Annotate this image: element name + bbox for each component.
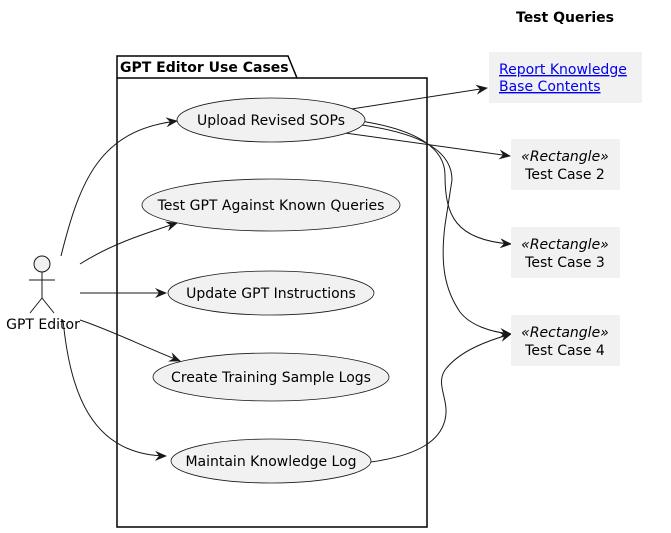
- use-case-maintain-knowledge-log[interactable]: Maintain Knowledge Log: [170, 438, 372, 484]
- actor-gpt-editor[interactable]: GPT Editor: [6, 255, 80, 333]
- use-case-label: Upload Revised SOPs: [197, 113, 345, 129]
- report-knowledge-base-node[interactable]: Report Knowledge Base Contents: [489, 52, 642, 103]
- use-case-label: Update GPT Instructions: [186, 286, 356, 302]
- use-case-create-training-sample-logs[interactable]: Create Training Sample Logs: [152, 352, 390, 402]
- edge-upload-report: [344, 84, 488, 111]
- edge-actor-upload: [60, 117, 178, 257]
- actor-label: GPT Editor: [6, 317, 80, 333]
- edge-actor-test: [79, 221, 178, 265]
- use-case-test-gpt[interactable]: Test GPT Against Known Queries: [141, 178, 401, 232]
- edge-actor-maintain: [62, 319, 167, 461]
- test-case-3-node[interactable]: «Rectangle» Test Case 3: [511, 227, 620, 278]
- edge-upload-tc2: [344, 132, 511, 160]
- test-case-label: Test Case 2: [524, 167, 605, 183]
- connectors: [60, 84, 512, 463]
- edge-upload-tc3: [359, 120, 512, 249]
- stereotype-label: «Rectangle»: [521, 325, 609, 341]
- edge-upload-tc4: [361, 124, 512, 338]
- use-case-update-gpt-instructions[interactable]: Update GPT Instructions: [167, 270, 375, 316]
- edge-actor-create: [79, 319, 181, 362]
- test-case-label: Test Case 3: [524, 255, 605, 271]
- package-gpt-editor-use-cases: GPT Editor Use Cases: [116, 55, 428, 528]
- use-case-label: Test GPT Against Known Queries: [157, 198, 385, 214]
- stereotype-label: «Rectangle»: [521, 237, 609, 253]
- use-case-upload-revised-sops[interactable]: Upload Revised SOPs: [176, 97, 366, 143]
- report-link-line2[interactable]: Base Contents: [499, 79, 601, 95]
- test-case-4-node[interactable]: «Rectangle» Test Case 4: [511, 315, 620, 366]
- use-case-label: Maintain Knowledge Log: [185, 454, 356, 470]
- use-case-label: Create Training Sample Logs: [171, 370, 371, 386]
- diagram-title: Test Queries: [516, 10, 614, 26]
- report-link-line1[interactable]: Report Knowledge: [499, 62, 627, 78]
- test-case-label: Test Case 4: [524, 343, 605, 359]
- edge-maintain-tc4: [370, 332, 512, 463]
- test-case-2-node[interactable]: «Rectangle» Test Case 2: [511, 139, 620, 190]
- stereotype-label: «Rectangle»: [521, 149, 609, 165]
- package-label: GPT Editor Use Cases: [120, 60, 289, 76]
